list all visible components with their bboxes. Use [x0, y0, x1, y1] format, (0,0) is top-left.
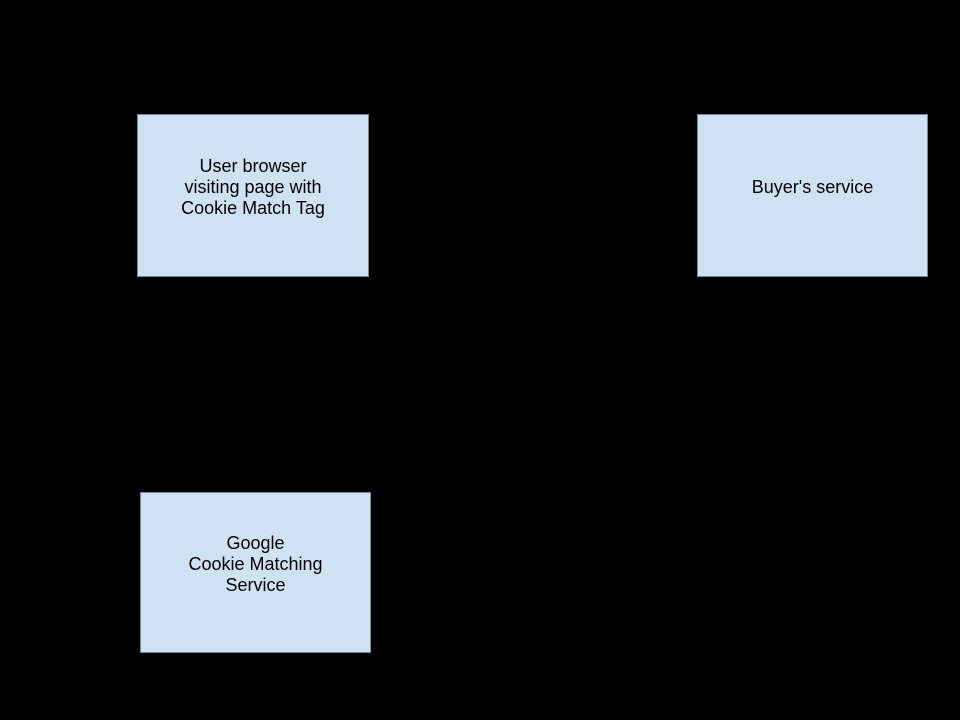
node-google-cookie-matching-service: Google Cookie Matching Service [140, 492, 371, 653]
node-user-browser: User browser visiting page with Cookie M… [137, 114, 369, 277]
node-user-browser-label-line2: visiting page with [184, 177, 322, 197]
node-user-browser-label-line1: User browser [199, 156, 307, 176]
node-google-label-line3: Service [225, 575, 286, 595]
node-google-label-line1: Google [226, 533, 285, 553]
node-user-browser-label-line3: Cookie Match Tag [181, 198, 325, 218]
node-buyers-service: Buyer's service [697, 114, 928, 277]
node-google-label-line2: Cookie Matching [188, 554, 323, 574]
node-buyers-service-label: Buyer's service [751, 177, 874, 197]
